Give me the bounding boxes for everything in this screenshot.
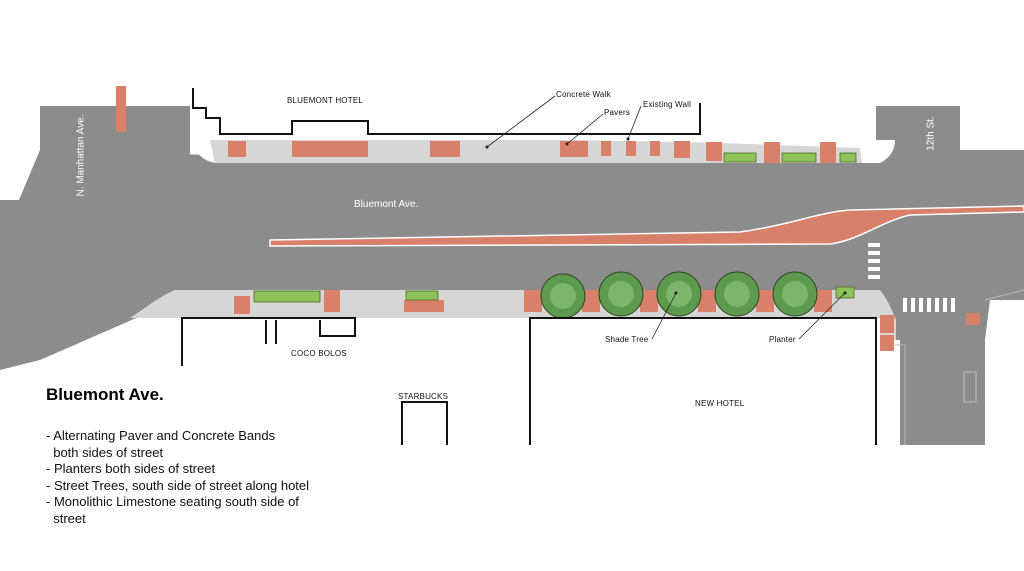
street-label-bluemont: Bluemont Ave. bbox=[354, 199, 419, 210]
paver bbox=[706, 142, 722, 161]
shade-tree bbox=[656, 271, 702, 317]
paver bbox=[698, 290, 716, 312]
leader-pavers bbox=[566, 113, 604, 145]
note-item: - Street Trees, south side of street alo… bbox=[46, 477, 310, 493]
building-label-new-hotel: NEW HOTEL bbox=[695, 399, 745, 408]
roadway bbox=[0, 106, 1024, 445]
crosswalk-east bbox=[903, 298, 955, 312]
paver bbox=[650, 141, 660, 156]
south-pavers bbox=[234, 290, 980, 351]
street-label-n-manhattan: N. Manhattan Ave. bbox=[75, 114, 87, 197]
paver bbox=[234, 296, 250, 314]
starbucks-outline bbox=[401, 401, 448, 445]
north-planters bbox=[723, 152, 857, 163]
road-bluemont-mid bbox=[0, 200, 1024, 296]
paver bbox=[626, 141, 636, 156]
road-n-manhattan-south bbox=[0, 290, 175, 370]
corner-ne-curve bbox=[960, 106, 1024, 150]
paver bbox=[524, 290, 542, 312]
east-building-faint bbox=[895, 289, 1024, 445]
paver bbox=[582, 290, 600, 312]
paver bbox=[116, 86, 126, 132]
road-12th-north bbox=[876, 106, 960, 160]
leader-dots bbox=[485, 137, 847, 295]
planter bbox=[723, 152, 757, 163]
leader-lines bbox=[486, 95, 846, 340]
shade-tree bbox=[598, 271, 644, 317]
paver bbox=[674, 141, 690, 158]
paver bbox=[560, 141, 588, 157]
paver bbox=[601, 141, 611, 156]
building-label-bluemont-hotel: BLUEMONT HOTEL bbox=[287, 96, 363, 105]
paver bbox=[430, 141, 460, 157]
callout-planter: Planter bbox=[769, 335, 796, 344]
callout-existing-wall: Existing Wall bbox=[643, 100, 692, 109]
paver bbox=[880, 335, 894, 351]
section-title: Bluemont Ave. bbox=[46, 385, 164, 404]
planter bbox=[253, 290, 321, 303]
leader-concrete-walk bbox=[486, 95, 556, 148]
bluemont-hotel-outline bbox=[192, 88, 701, 135]
paver bbox=[404, 300, 444, 312]
shade-tree bbox=[714, 271, 760, 317]
shade-tree bbox=[772, 271, 818, 317]
callout-concrete-walk: Concrete Walk bbox=[556, 90, 611, 99]
street-label-12th: 12th St. bbox=[925, 116, 937, 151]
coco-bolos-post bbox=[265, 320, 277, 344]
callout-pavers: Pavers bbox=[604, 108, 631, 117]
north-pavers bbox=[116, 86, 836, 163]
paver bbox=[228, 141, 246, 157]
paver bbox=[756, 290, 774, 312]
paver bbox=[880, 315, 894, 333]
leader-planter bbox=[798, 292, 846, 340]
callout-shade-tree: Shade Tree bbox=[605, 335, 649, 344]
planter bbox=[405, 290, 439, 301]
note-item: - Planters both sides of street bbox=[46, 461, 216, 476]
paver bbox=[324, 290, 340, 312]
planter bbox=[781, 152, 817, 163]
paver bbox=[640, 290, 658, 312]
paver bbox=[292, 141, 368, 157]
building-label-starbucks: STARBUCKS bbox=[398, 392, 449, 401]
paver bbox=[820, 142, 836, 163]
planter bbox=[839, 152, 857, 163]
leader-shade-tree bbox=[651, 292, 677, 340]
crosswalk-12th bbox=[868, 243, 880, 279]
building-label-coco-bolos: COCO BOLOS bbox=[291, 349, 347, 358]
note-item: - Alternating Paver and Concrete Bands b… bbox=[46, 428, 276, 460]
design-notes: - Alternating Paver and Concrete Bands b… bbox=[46, 428, 309, 527]
note-item: - Monolithic Limestone seating south sid… bbox=[46, 494, 299, 526]
median bbox=[269, 205, 1024, 247]
buildings bbox=[181, 88, 877, 445]
new-hotel-outline bbox=[529, 317, 877, 445]
coco-bolos-outline bbox=[181, 317, 356, 366]
north-walk-band bbox=[210, 140, 862, 163]
paver bbox=[966, 313, 980, 325]
leader-existing-wall bbox=[627, 105, 642, 140]
paver bbox=[764, 142, 780, 163]
road-12th-se bbox=[900, 300, 985, 445]
paver bbox=[814, 290, 832, 312]
shade-tree bbox=[540, 273, 586, 319]
